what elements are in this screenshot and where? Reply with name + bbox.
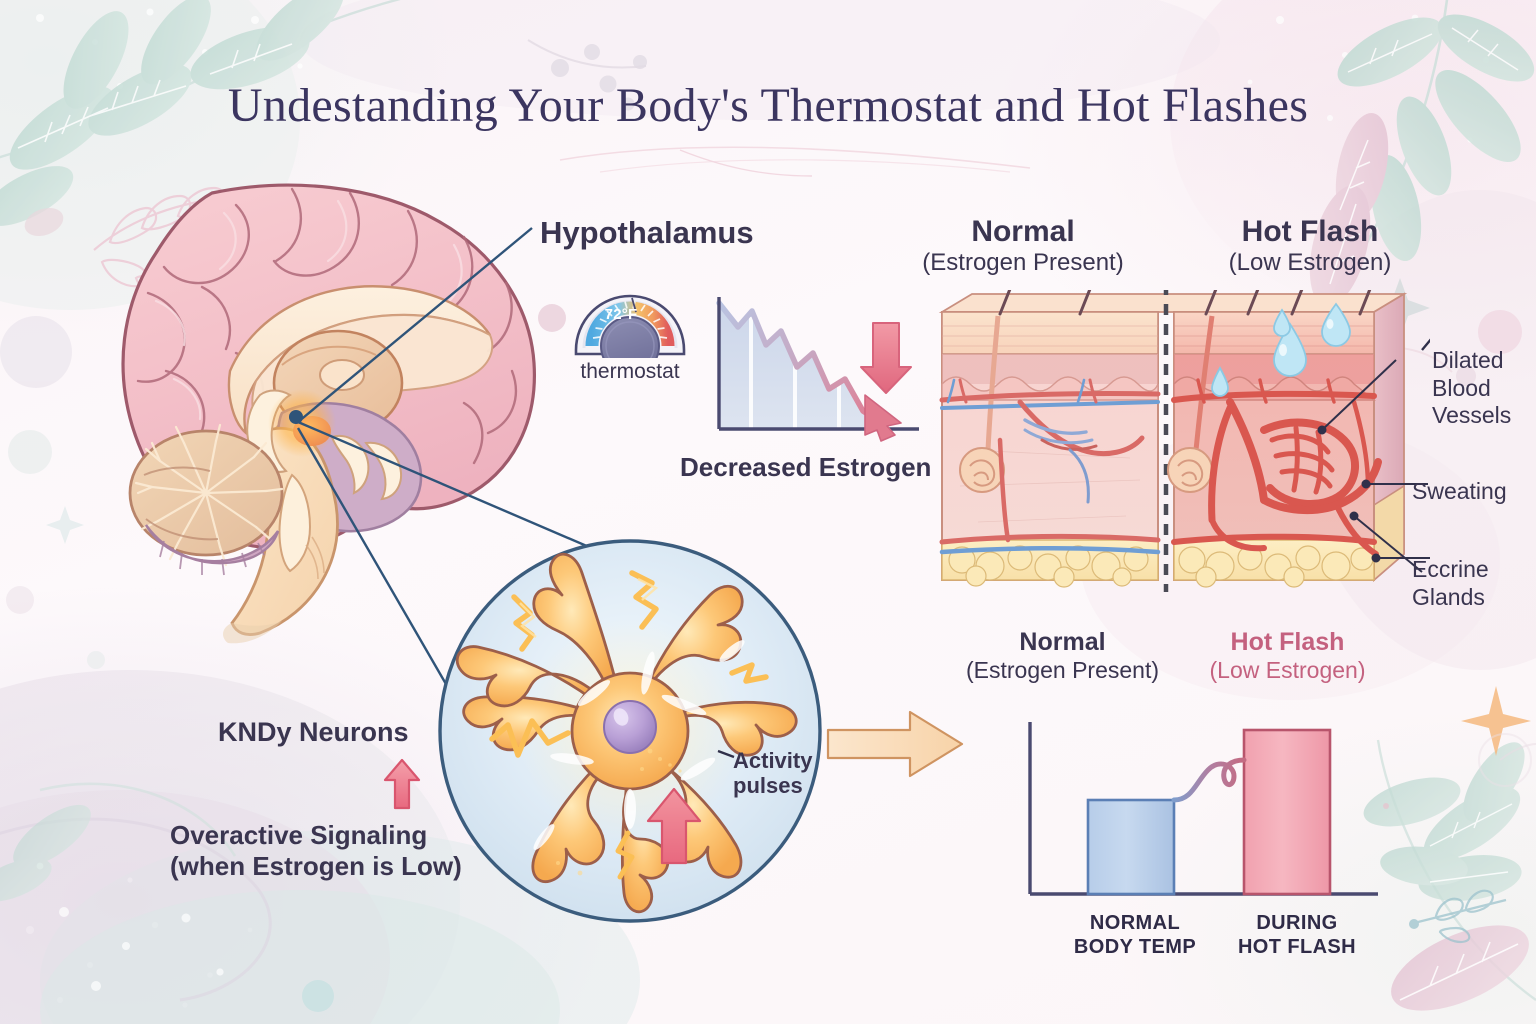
callout-eccrine-glands: Eccrine Glands <box>1412 556 1489 611</box>
kndy-neurons-label: KNDy Neurons <box>218 717 409 747</box>
callout-dilated-blood-vessels: Dilated Blood Vessels <box>1432 347 1511 430</box>
thermostat-gauge-icon <box>574 294 686 358</box>
skin-header-normal-subtitle: (Estrogen Present) <box>922 248 1124 276</box>
callout-dilated-line3: Vessels <box>1432 402 1512 429</box>
hypothalamus-label: Hypothalamus <box>540 215 754 250</box>
overactive-signaling-label: Overactive Signaling (when Estrogen is L… <box>170 820 462 881</box>
activity-pulse-icons <box>489 570 769 880</box>
kndy-up-arrow-icon <box>383 758 421 810</box>
decreased-estrogen-label: Decreased Estrogen <box>680 452 932 482</box>
callout-eccrine-line1: Eccrine <box>1412 556 1489 582</box>
callout-dilated-line1: Dilated <box>1432 347 1504 373</box>
title-flourish <box>559 146 1031 177</box>
brain-diagram <box>121 183 537 644</box>
activity-pulses-label: Activity pulses <box>733 748 812 799</box>
thermostat-reading: 72°F <box>604 306 638 323</box>
skin-footer-normal-title: Normal <box>1019 628 1106 656</box>
skin-footer-hotflash: Hot Flash (Low Estrogen) <box>1165 628 1410 684</box>
overactive-line2: (when Estrogen is Low) <box>170 850 462 881</box>
callout-leaders <box>1317 359 1430 573</box>
skin-footer-hotflash-subtitle: (Low Estrogen) <box>1209 656 1366 683</box>
callout-eccrine-line2: Glands <box>1412 583 1485 610</box>
skin-cross-section-diagram <box>938 290 1430 592</box>
up-arrow-icon <box>646 787 702 865</box>
bar-normal-body-temp <box>1086 798 1176 896</box>
thermostat-caption: thermostat <box>580 360 680 383</box>
skin-header-hotflash-subtitle: (Low Estrogen) <box>1228 248 1392 276</box>
bar-label-hot-flash-line2: HOT FLASH <box>1237 935 1357 958</box>
bar-label-hot-flash-line1: DURING <box>1256 912 1338 934</box>
skin-header-hotflash-title: Hot Flash <box>1241 215 1379 248</box>
body-temp-bar-chart <box>1028 722 1378 896</box>
bar-label-normal-line2: BODY TEMP <box>1073 935 1197 958</box>
nucleus <box>603 700 657 754</box>
skin-footer-normal-subtitle: (Estrogen Present) <box>965 656 1160 683</box>
skin-header-hotflash: Hot Flash (Low Estrogen) <box>1190 215 1430 277</box>
down-arrow-icon <box>860 322 912 394</box>
bar-label-hot-flash: DURING HOT FLASH <box>1212 912 1382 959</box>
page-title: Undestanding Your Body's Thermostat and … <box>227 79 1309 132</box>
activity-pulses-line1: Activity <box>733 748 813 773</box>
skin-header-normal: Normal (Estrogen Present) <box>903 215 1143 277</box>
callout-sweating: Sweating <box>1412 478 1507 504</box>
callout-dilated-line2: Blood <box>1432 374 1491 401</box>
activity-pulses-line2: pulses <box>733 773 803 799</box>
skin-footer-normal: Normal (Estrogen Present) <box>940 628 1185 684</box>
bar-label-normal: NORMAL BODY TEMP <box>1050 912 1220 959</box>
overactive-line1: Overactive Signaling <box>170 820 428 850</box>
neuron-closeup-diagram <box>438 539 822 923</box>
skin-header-normal-title: Normal <box>971 215 1075 248</box>
bar-label-normal-line1: NORMAL <box>1089 912 1181 934</box>
skin-footer-hotflash-title: Hot Flash <box>1230 628 1345 656</box>
bar-during-hot-flash <box>1242 728 1332 896</box>
sweat-droplets <box>1211 302 1351 397</box>
flow-arrow-right-icon <box>826 710 964 778</box>
estrogen-decline-chart <box>716 297 919 442</box>
